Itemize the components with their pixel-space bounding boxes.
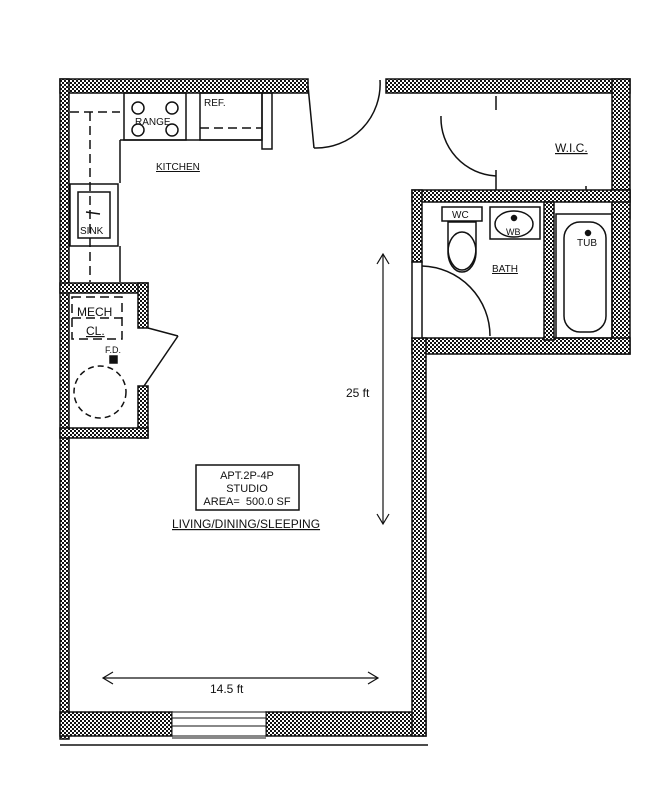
wall-bottom-left [59,711,173,737]
living-label: LIVING/DINING/SLEEPING [172,517,320,531]
wall-bath-right [611,189,631,355]
wall-top-left [59,78,309,94]
kitchen-counter [70,111,262,282]
kitchen-label: KITCHEN [156,162,200,173]
title-apt: APT.2P-4P [220,470,274,482]
wall-bottom-right [265,711,427,737]
wic-door [440,96,587,190]
wall-bath-bottom [411,337,631,355]
bath-door [411,261,491,339]
dimension-horizontal [101,671,380,685]
refrigerator [199,92,273,150]
bath-label: BATH [492,264,518,275]
mech-label-line2: CL. [86,324,105,338]
title-area: AREA= 500.0 SF [203,496,290,508]
title-box: APT.2P-4P STUDIO AREA= 500.0 SF [195,464,300,511]
wall-mech-top [59,282,149,294]
wall-bath-top [411,189,631,203]
wall-left [59,78,70,740]
exterior-walls [59,78,631,740]
wall-mech-bottom [59,427,149,439]
wic-label: W.I.C. [555,141,588,155]
water-closet [441,206,483,273]
dim-horizontal-label: 14.5 ft [210,682,244,696]
tub-label: TUB [577,238,597,249]
bathtub [555,213,613,339]
wall-right-lower [411,337,427,737]
range [123,92,187,141]
mech-label-line1: MECH [77,305,112,319]
washbasin [489,206,541,240]
wc-label: WC [452,210,469,221]
fd-label: F.D. [105,345,121,355]
dim-vertical-label: 25 ft [346,386,370,400]
wall-top-right [385,78,631,94]
sink-label: SINK [80,226,104,237]
dimension-vertical [376,252,390,526]
title-studio: STUDIO [226,483,268,495]
wall-tub [543,201,555,341]
mech-closet [71,296,127,419]
wb-label: WB [506,227,521,237]
window-bottom [171,711,267,737]
wall-bath-left [411,189,423,263]
entry-door [307,79,381,149]
mech-door [143,327,179,387]
range-label: RANGE [135,117,171,128]
sink [69,183,119,247]
wall-mech-right [137,282,149,329]
ref-label: REF. [204,98,226,109]
